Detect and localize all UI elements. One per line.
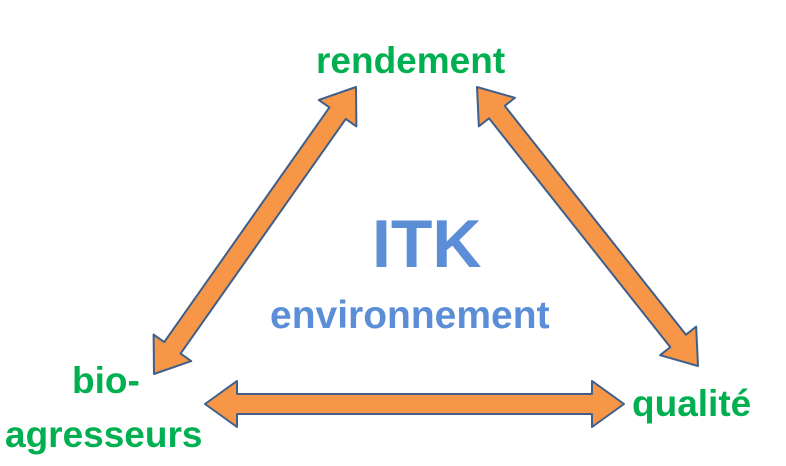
- center-title: ITK: [372, 206, 482, 282]
- label-qualite: qualité: [632, 383, 752, 424]
- center-subtitle: environnement: [270, 294, 550, 337]
- arrow-rendement-qualite: [476, 86, 699, 367]
- arrow-rendement-bioagresseurs: [152, 86, 358, 375]
- arrow-bioagresseurs-qualite: [204, 380, 625, 428]
- label-rendement: rendement: [316, 40, 506, 81]
- label-bio: bio-: [72, 360, 140, 401]
- label-agresseurs: agresseurs: [5, 414, 203, 455]
